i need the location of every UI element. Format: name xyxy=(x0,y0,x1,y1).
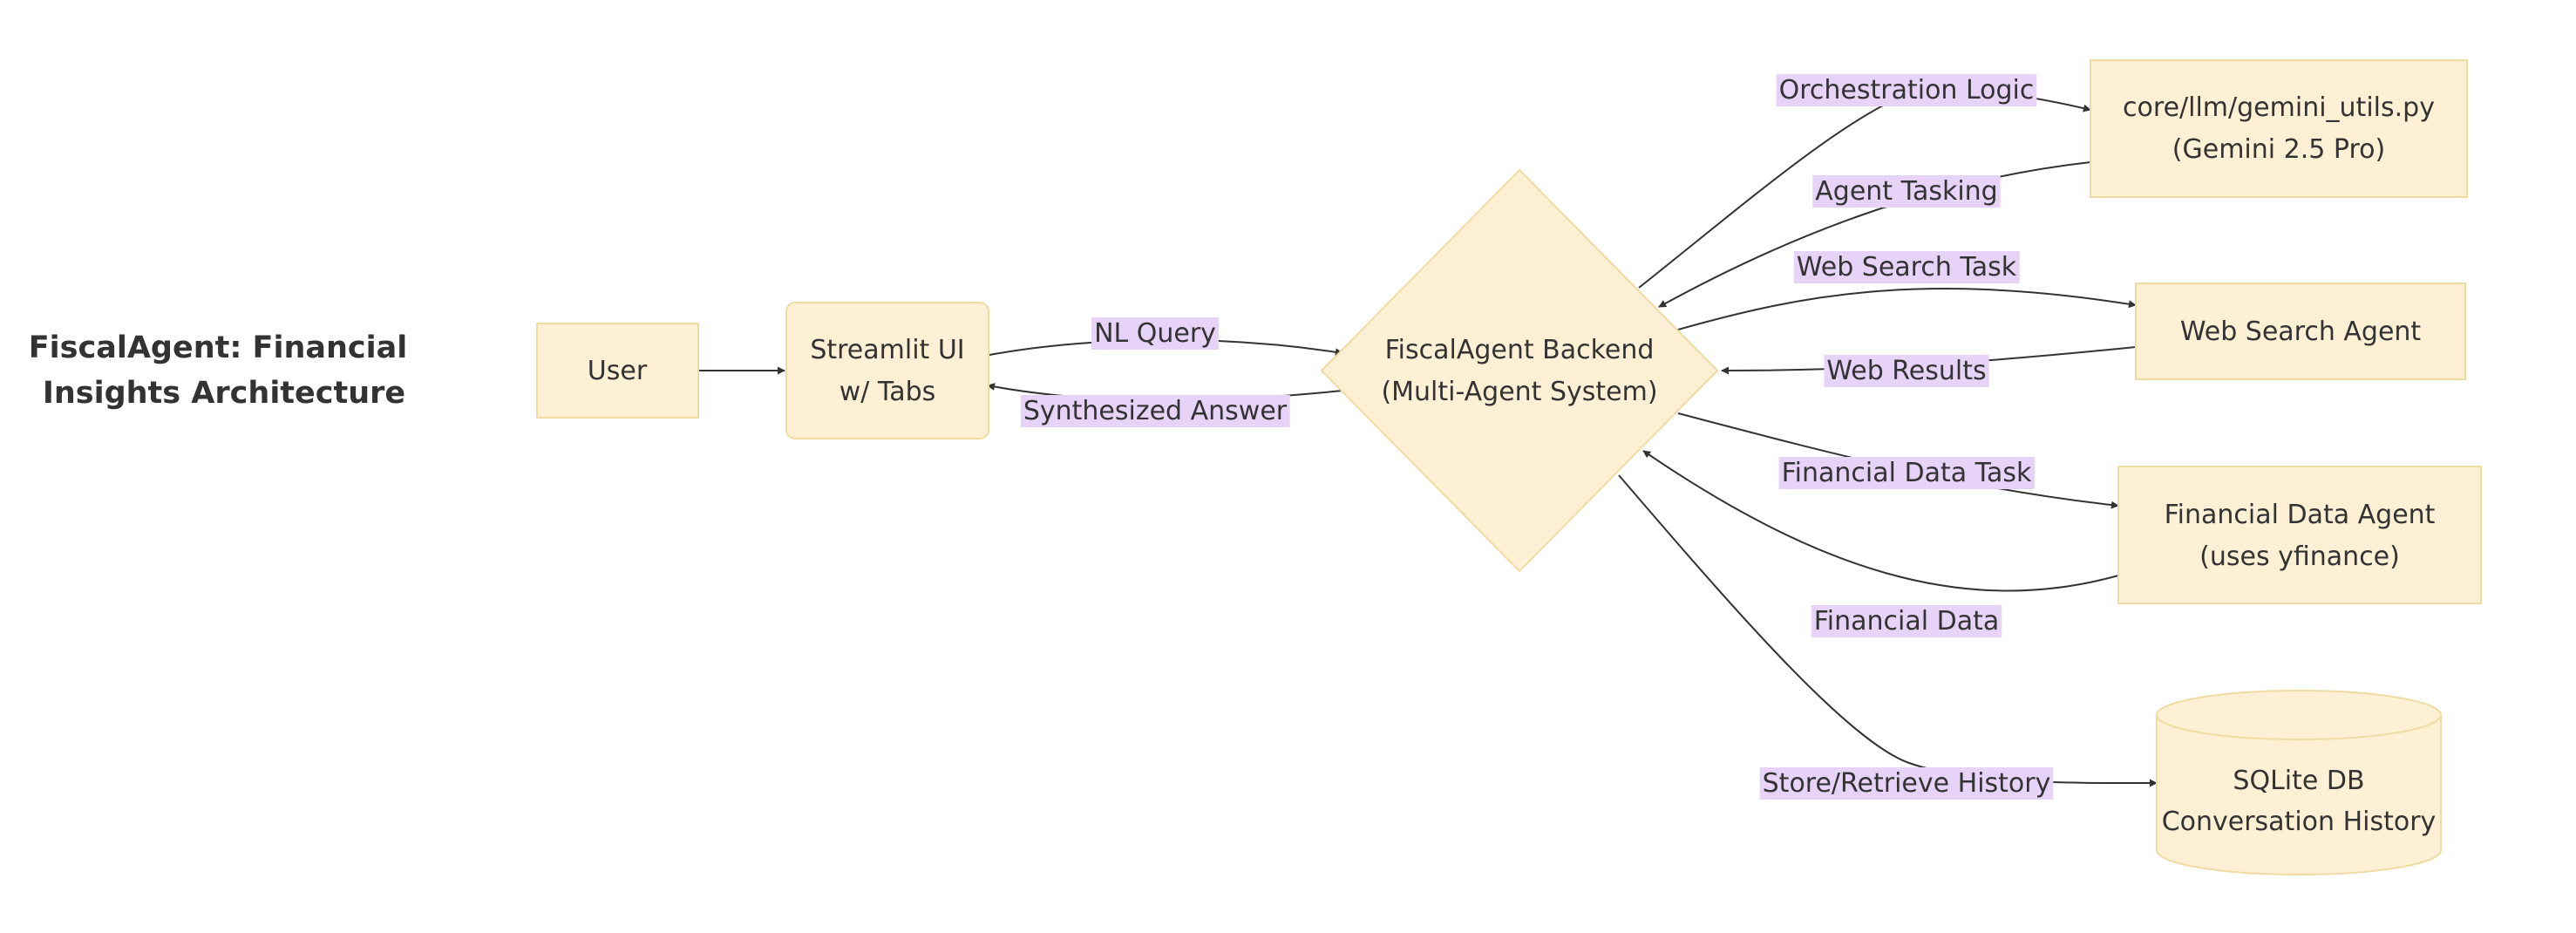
node-backend-line-2: (Multi-Agent System) xyxy=(1381,377,1657,407)
node-sqlite-db[interactable]: SQLite DB Conversation History xyxy=(2156,690,2442,875)
edge-label-financial-data-text: Financial Data xyxy=(1814,606,2000,637)
node-streamlit-line-1: Streamlit UI xyxy=(810,335,964,365)
node-user-label: User xyxy=(588,356,648,386)
edge-labels: NL Query Synthesized Answer Orchestratio… xyxy=(1020,74,2054,800)
node-gemini-line-1: core/llm/gemini_utils.py xyxy=(2123,92,2435,123)
node-user[interactable]: User xyxy=(536,323,699,419)
node-sqlite-cylinder-rim xyxy=(2156,714,2442,740)
edge-label-store-retrieve-history: Store/Retrieve History xyxy=(1759,767,2054,800)
edge-label-synthesized-answer-bg xyxy=(1020,395,1290,427)
edge-label-store-retrieve-history-text: Store/Retrieve History xyxy=(1763,768,2051,799)
edge-label-web-search-task-bg xyxy=(1793,251,2020,283)
edge-web-search-task xyxy=(1677,288,2137,330)
node-fiscalagent-backend[interactable]: FiscalAgent Backend (Multi-Agent System) xyxy=(1320,168,1719,573)
node-gemini-utils[interactable]: core/llm/gemini_utils.py (Gemini 2.5 Pro… xyxy=(2090,59,2468,198)
title-line-1: FiscalAgent: Financial xyxy=(29,330,408,365)
edge-label-nl-query-bg xyxy=(1091,317,1219,350)
edge-financial-data xyxy=(1642,450,2119,592)
edge-label-financial-data-bg xyxy=(1811,605,2002,637)
node-backend-line-1: FiscalAgent Backend xyxy=(1385,335,1655,365)
node-financial-box xyxy=(2117,466,2482,604)
edges xyxy=(698,88,2158,787)
diagram-title: FiscalAgent: Financial Insights Architec… xyxy=(29,330,408,411)
edge-label-synthesized-answer: Synthesized Answer xyxy=(1020,395,1290,427)
edge-label-agent-tasking-bg xyxy=(1812,175,2001,208)
edge-label-web-results-bg xyxy=(1824,355,1989,387)
edge-label-agent-tasking: Agent Tasking xyxy=(1812,175,2001,208)
node-sqlite-line-2: Conversation History xyxy=(2162,807,2437,837)
node-backend-diamond xyxy=(1320,168,1719,573)
edge-label-web-results: Web Results xyxy=(1824,355,1989,387)
edge-label-financial-data: Financial Data xyxy=(1811,605,2002,637)
edge-label-store-retrieve-history-bg xyxy=(1759,767,2054,800)
node-gemini-box xyxy=(2090,59,2468,198)
node-sqlite-line-1: SQLite DB xyxy=(2233,766,2364,796)
edge-label-synthesized-answer-text: Synthesized Answer xyxy=(1023,396,1288,426)
node-user-box xyxy=(536,323,699,419)
edge-label-orchestration-logic-text: Orchestration Logic xyxy=(1779,75,2035,106)
node-streamlit-box xyxy=(785,302,989,439)
edge-label-orchestration-logic-bg xyxy=(1776,74,2037,106)
edge-agent-tasking xyxy=(1658,161,2091,308)
node-gemini-line-2: (Gemini 2.5 Pro) xyxy=(2172,134,2385,165)
edge-label-financial-data-task-bg xyxy=(1778,457,2036,489)
edge-label-web-search-task: Web Search Task xyxy=(1793,251,2020,283)
edge-label-orchestration-logic: Orchestration Logic xyxy=(1776,74,2037,106)
node-websearch-label: Web Search Agent xyxy=(2180,317,2422,347)
node-financial-line-1: Financial Data Agent xyxy=(2165,500,2436,530)
node-streamlit-line-2: w/ Tabs xyxy=(839,377,936,407)
node-financial-line-2: (uses yfinance) xyxy=(2199,541,2400,572)
edge-label-web-results-text: Web Results xyxy=(1826,356,1986,386)
title-line-2: Insights Architecture xyxy=(43,376,405,411)
edge-label-web-search-task-text: Web Search Task xyxy=(1797,252,2017,283)
edge-label-nl-query: NL Query xyxy=(1091,317,1219,350)
node-web-search-agent[interactable]: Web Search Agent xyxy=(2135,283,2466,380)
nodes: User Streamlit UI w/ Tabs FiscalAgent Ba… xyxy=(536,59,2482,875)
node-streamlit-ui[interactable]: Streamlit UI w/ Tabs xyxy=(785,302,989,439)
node-financial-data-agent[interactable]: Financial Data Agent (uses yfinance) xyxy=(2117,466,2482,604)
edge-label-agent-tasking-text: Agent Tasking xyxy=(1815,176,1997,207)
edge-label-financial-data-task-text: Financial Data Task xyxy=(1782,458,2032,488)
edge-store-retrieve-history xyxy=(1618,474,2158,787)
edge-label-financial-data-task: Financial Data Task xyxy=(1778,457,2036,489)
edge-label-nl-query-text: NL Query xyxy=(1094,318,1216,349)
node-websearch-box xyxy=(2135,283,2466,380)
